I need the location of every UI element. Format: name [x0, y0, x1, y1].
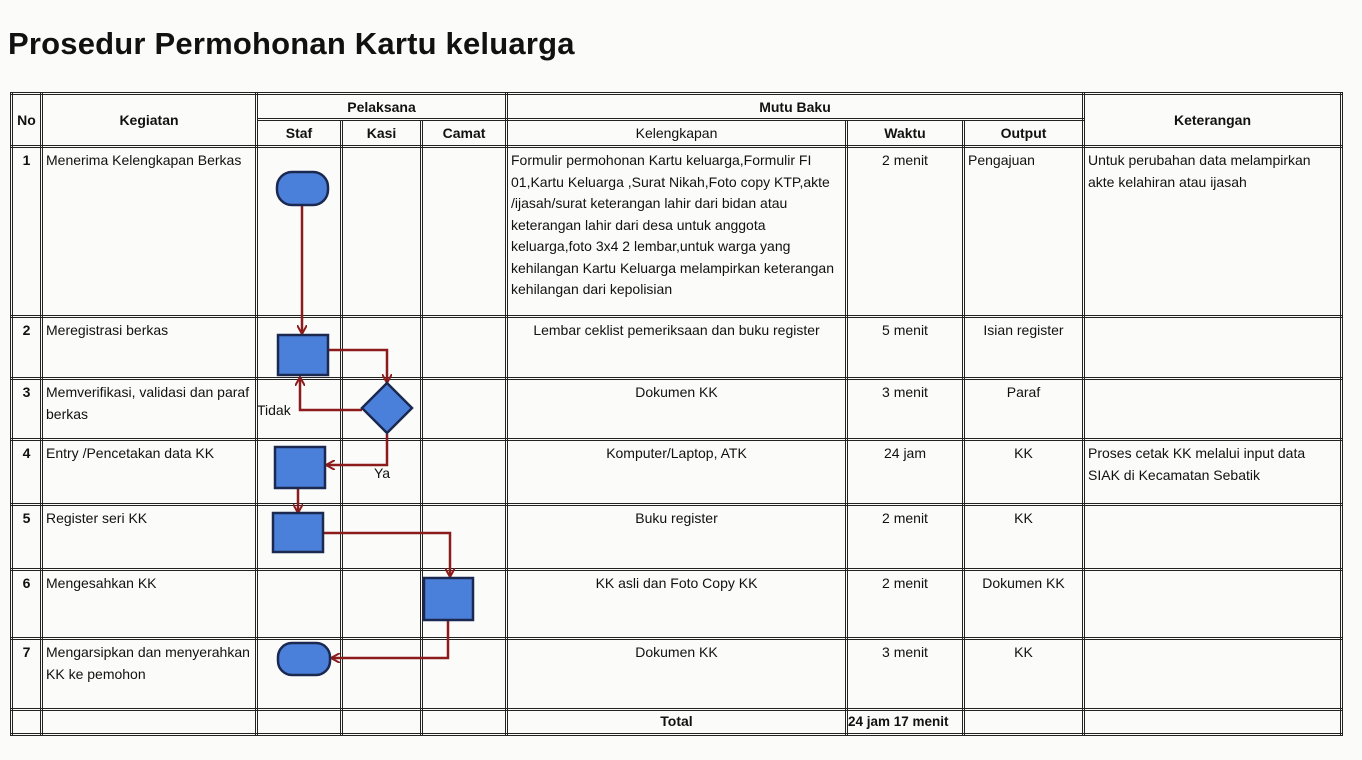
- header-kelengkapan: Kelengkapan: [505, 118, 848, 148]
- cell-staf: [255, 637, 343, 711]
- cell-staf: [255, 503, 343, 571]
- cell-camat: [420, 568, 508, 640]
- cell-camat: [420, 145, 508, 318]
- row-waktu: 24 jam: [845, 438, 965, 506]
- table-row: 3 Memverifikasi, validasi dan paraf berk…: [10, 377, 1343, 441]
- row-kegiatan: Meregistrasi berkas: [40, 315, 258, 380]
- header-mutu-baku: Mutu Baku: [505, 92, 1085, 121]
- total-row: Total 24 jam 17 menit: [10, 708, 1343, 736]
- cell-kasi: [340, 568, 423, 640]
- row-no: 5: [10, 503, 43, 571]
- cell-kasi: [340, 377, 423, 441]
- row-kegiatan: Memverifikasi, validasi dan paraf berkas: [40, 377, 258, 441]
- row-waktu: 2 menit: [845, 145, 965, 318]
- cell-staf: [255, 377, 343, 441]
- row-waktu: 2 menit: [845, 503, 965, 571]
- empty-cell: [340, 708, 423, 736]
- cell-camat: [420, 315, 508, 380]
- row-kelengkapan: Formulir permohonan Kartu keluarga,Formu…: [505, 145, 848, 318]
- table-row: 5 Register seri KK Buku register 2 menit…: [10, 503, 1343, 571]
- cell-kasi: [340, 503, 423, 571]
- row-keterangan: Untuk perubahan data melampirkan akte ke…: [1082, 145, 1343, 318]
- row-no: 1: [10, 145, 43, 318]
- cell-kasi: [340, 145, 423, 318]
- row-no: 6: [10, 568, 43, 640]
- row-output: KK: [962, 637, 1085, 711]
- empty-cell: [40, 708, 258, 736]
- row-output: Isian register: [962, 315, 1085, 380]
- row-kegiatan: Entry /Pencetakan data KK: [40, 438, 258, 506]
- cell-kasi: [340, 315, 423, 380]
- row-output: Pengajuan: [962, 145, 1085, 318]
- row-keterangan: [1082, 503, 1343, 571]
- header-kegiatan: Kegiatan: [40, 92, 258, 148]
- row-keterangan: [1082, 377, 1343, 441]
- empty-cell: [962, 708, 1085, 736]
- cell-camat: [420, 377, 508, 441]
- header-waktu: Waktu: [845, 118, 965, 148]
- table-row: 1 Menerima Kelengkapan Berkas Formulir p…: [10, 145, 1343, 318]
- empty-cell: [255, 708, 343, 736]
- row-kelengkapan: KK asli dan Foto Copy KK: [505, 568, 848, 640]
- row-keterangan: [1082, 315, 1343, 380]
- row-kelengkapan: Buku register: [505, 503, 848, 571]
- row-waktu: 2 menit: [845, 568, 965, 640]
- row-kelengkapan: Dokumen KK: [505, 637, 848, 711]
- row-no: 7: [10, 637, 43, 711]
- cell-kasi: [340, 637, 423, 711]
- row-kelengkapan: Lembar ceklist pemeriksaan dan buku regi…: [505, 315, 848, 380]
- table-row: 2 Meregistrasi berkas Lembar ceklist pem…: [10, 315, 1343, 380]
- empty-cell: [1082, 708, 1343, 736]
- row-no: 4: [10, 438, 43, 506]
- row-no: 2: [10, 315, 43, 380]
- header-kasi: Kasi: [340, 118, 423, 148]
- row-output: Paraf: [962, 377, 1085, 441]
- row-kegiatan: Menerima Kelengkapan Berkas: [40, 145, 258, 318]
- cell-camat: [420, 637, 508, 711]
- header-staf: Staf: [255, 118, 343, 148]
- row-kelengkapan: Komputer/Laptop, ATK: [505, 438, 848, 506]
- row-no: 3: [10, 377, 43, 441]
- row-waktu: 5 menit: [845, 315, 965, 380]
- cell-staf: [255, 145, 343, 318]
- cell-kasi: [340, 438, 423, 506]
- row-keterangan: Proses cetak KK melalui input data SIAK …: [1082, 438, 1343, 506]
- row-output: KK: [962, 438, 1085, 506]
- cell-staf: [255, 315, 343, 380]
- cell-staf: [255, 438, 343, 506]
- header-output: Output: [962, 118, 1085, 148]
- cell-camat: [420, 438, 508, 506]
- row-kegiatan: Mengesahkan KK: [40, 568, 258, 640]
- row-keterangan: [1082, 637, 1343, 711]
- row-kegiatan: Mengarsipkan dan menyerahkan KK ke pemoh…: [40, 637, 258, 711]
- total-waktu: 24 jam 17 menit: [845, 708, 965, 736]
- row-kelengkapan: Dokumen KK: [505, 377, 848, 441]
- table-row: 7 Mengarsipkan dan menyerahkan KK ke pem…: [10, 637, 1343, 711]
- total-label: Total: [505, 708, 848, 736]
- table-row: 6 Mengesahkan KK KK asli dan Foto Copy K…: [10, 568, 1343, 640]
- cell-staf: [255, 568, 343, 640]
- row-output: KK: [962, 503, 1085, 571]
- page-title: Prosedur Permohonan Kartu keluarga: [8, 26, 575, 61]
- row-kegiatan: Register seri KK: [40, 503, 258, 571]
- table-row: 4 Entry /Pencetakan data KK Komputer/Lap…: [10, 438, 1343, 506]
- cell-camat: [420, 503, 508, 571]
- header-pelaksana: Pelaksana: [255, 92, 508, 121]
- row-waktu: 3 menit: [845, 377, 965, 441]
- empty-cell: [10, 708, 43, 736]
- header-no: No: [10, 92, 43, 148]
- header-camat: Camat: [420, 118, 508, 148]
- row-waktu: 3 menit: [845, 637, 965, 711]
- procedure-table: No Kegiatan Pelaksana Mutu Baku Keterang…: [10, 92, 1343, 736]
- row-keterangan: [1082, 568, 1343, 640]
- row-output: Dokumen KK: [962, 568, 1085, 640]
- empty-cell: [420, 708, 508, 736]
- header-keterangan: Keterangan: [1082, 92, 1343, 148]
